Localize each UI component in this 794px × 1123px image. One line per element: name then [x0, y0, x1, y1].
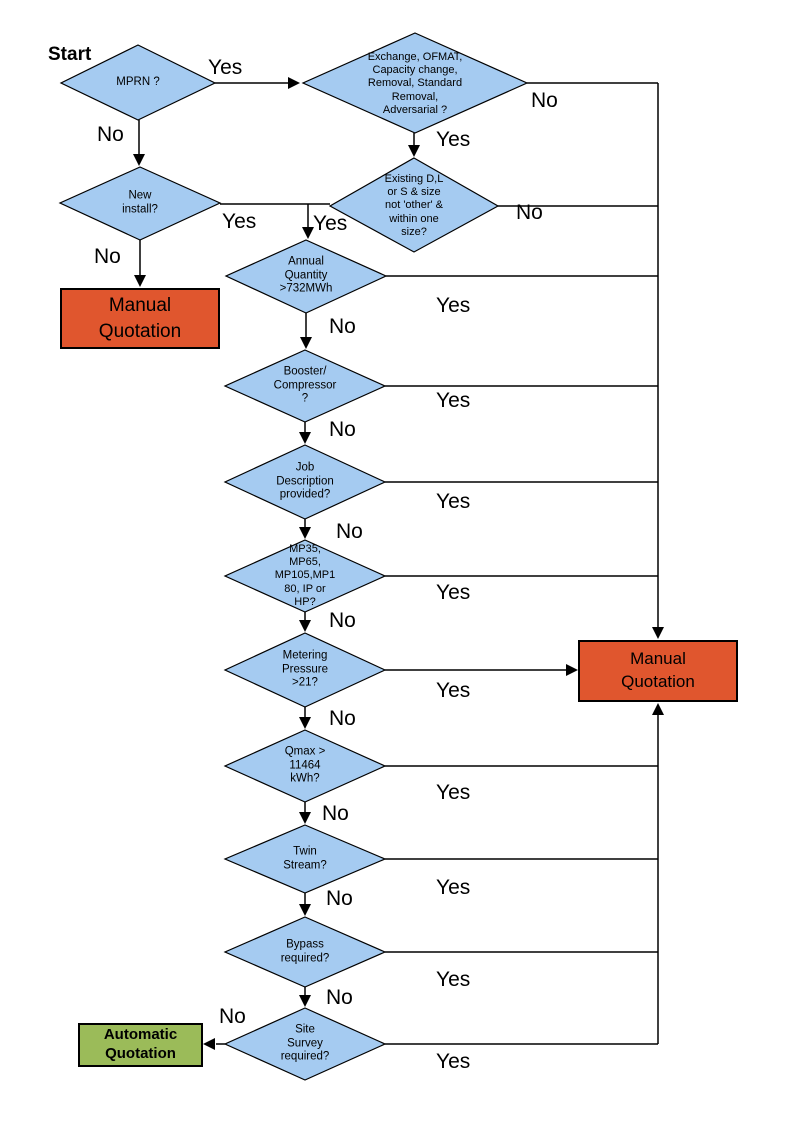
edge-label-meter-type-yes: Yes [436, 581, 471, 604]
automatic-quotation-box: Automatic Quotation [78, 1023, 203, 1067]
manual-quotation-right-box: Manual Quotation [578, 640, 738, 702]
edge-label-mprn-yes: Yes [208, 56, 243, 79]
connector-lines [138, 82, 659, 1045]
manual-quotation-left-box: Manual Quotation [60, 288, 220, 349]
connector-arrowheads [133, 77, 664, 1050]
edge-label-meter-type-no: No [329, 609, 356, 632]
decision-shapes [58, 32, 529, 1081]
edge-label-twin-yes: Yes [436, 876, 471, 899]
edge-label-job-no: No [336, 520, 363, 543]
annual-quantity-diamond-label: Annual Quantity >732MWh [279, 255, 333, 295]
edge-label-booster-yes: Yes [436, 389, 471, 412]
edge-label-twin-no: No [326, 887, 353, 910]
edge-label-metering-no: No [329, 707, 356, 730]
edge-label-site-yes: Yes [436, 1050, 471, 1073]
job-description-diamond-label: Job Description provided? [276, 461, 334, 501]
start-label: Start [48, 44, 92, 65]
edge-label-booster-no: No [329, 418, 356, 441]
site-survey-diamond-label: Site Survey required? [280, 1023, 330, 1063]
edge-label-new-install-yes: Yes [222, 210, 257, 233]
new-install-diamond [58, 166, 222, 241]
job-description-diamond [223, 444, 387, 520]
edge-label-mprn-no: No [97, 123, 124, 146]
edge-label-exchange-no: No [531, 89, 558, 112]
mprn-diamond-label: MPRN ? [116, 76, 160, 89]
new-install-diamond-label: New install? [122, 189, 158, 215]
edge-label-annual-no: No [329, 315, 356, 338]
mprn-diamond [59, 44, 217, 121]
meter-type-diamond [223, 539, 387, 613]
edge-label-bypass-no: No [326, 986, 353, 1009]
existing-size-diamond-label: Existing D,L or S & size not 'other' & w… [384, 173, 444, 238]
edge-label-job-yes: Yes [436, 490, 471, 513]
edge-label-site-no: No [219, 1005, 246, 1028]
booster-diamond [223, 349, 387, 423]
edge-label-annual-yes: Yes [436, 294, 471, 317]
site-survey-diamond [223, 1007, 387, 1081]
annual-quantity-diamond [224, 239, 388, 314]
qmax-diamond-label: Qmax > 11464 kWh? [284, 745, 326, 785]
edge-label-metering-yes: Yes [436, 679, 471, 702]
existing-size-diamond [328, 157, 500, 253]
twin-stream-diamond [223, 824, 387, 894]
bypass-diamond [223, 916, 387, 988]
booster-diamond-label: Booster/ Compressor ? [273, 365, 337, 405]
qmax-diamond [223, 729, 387, 803]
bypass-diamond-label: Bypass required? [280, 938, 330, 964]
exchange-diamond [301, 32, 529, 134]
edge-label-bypass-yes: Yes [436, 968, 471, 991]
exchange-diamond-label: Exchange, OFMAT, Capacity change, Remova… [367, 51, 463, 116]
edge-label-qmax-yes: Yes [436, 781, 471, 804]
meter-type-diamond-label: MP35, MP65, MP105,MP1 80, IP or HP? [274, 543, 336, 608]
edge-label-existing-yes: Yes [313, 212, 348, 235]
twin-stream-diamond-label: Twin Stream? [283, 845, 327, 871]
edge-label-qmax-no: No [322, 802, 349, 825]
edge-label-existing-no: No [516, 201, 543, 224]
edge-label-new-install-no: No [94, 245, 121, 268]
edge-label-exchange-yes: Yes [436, 128, 471, 151]
metering-pressure-diamond [223, 632, 387, 708]
metering-pressure-diamond-label: Metering Pressure >21? [281, 649, 329, 689]
